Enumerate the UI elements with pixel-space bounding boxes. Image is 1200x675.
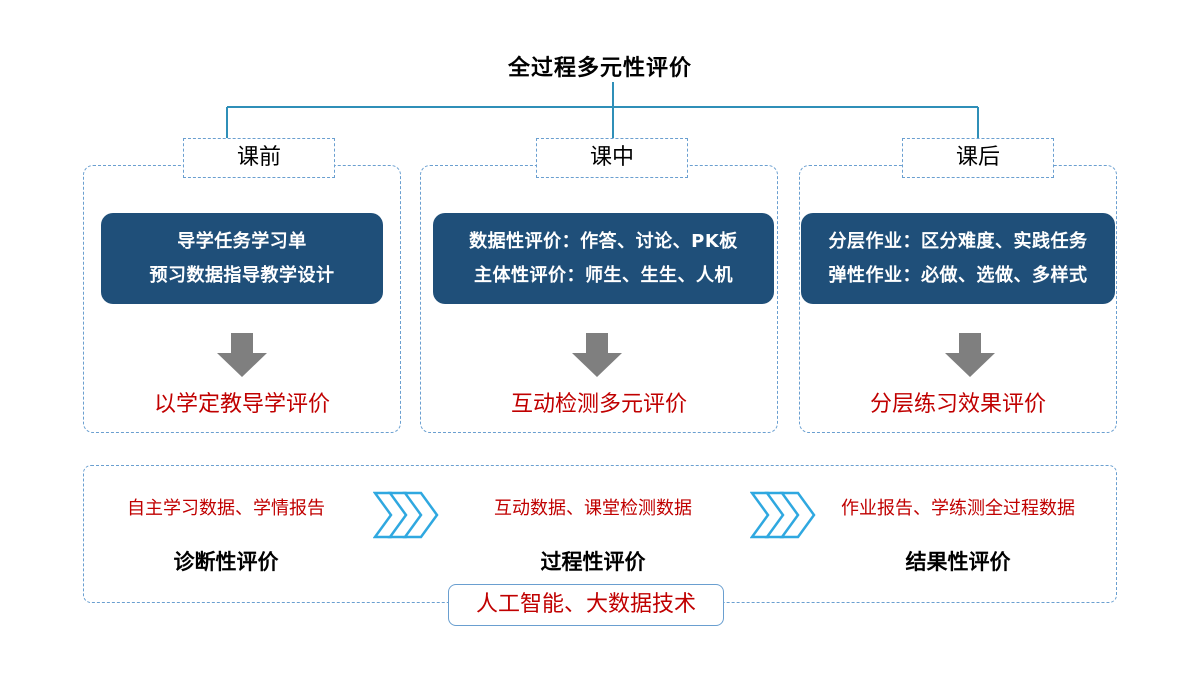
phase-result-before-class: 以学定教导学评价	[153, 392, 330, 417]
phase-box-in-class: 数据性评价：作答、讨论、PK板 主体性评价：师生、生生、人机	[433, 213, 774, 304]
phase-box-before-class: 导学任务学习单 预习数据指导教学设计	[101, 213, 383, 304]
phase-box-line: 数据性评价：作答、讨论、PK板	[469, 230, 738, 252]
phase-result-in-class: 互动检测多元评价	[510, 392, 687, 417]
phase-box-line: 弹性作业：必做、选做、多样式	[828, 264, 1088, 286]
stage-name-diagnostic: 诊断性评价	[173, 550, 279, 574]
phase-label-before-class: 课前	[183, 138, 335, 178]
diagram-title: 全过程多元性评价	[507, 56, 692, 81]
phase-label-in-class: 课中	[536, 138, 688, 178]
down-arrow-icon	[217, 333, 267, 377]
stage-name-outcome: 结果性评价	[905, 550, 1011, 574]
stage-source-process: 互动数据、课堂检测数据	[494, 498, 692, 519]
phase-box-line: 预习数据指导教学设计	[149, 264, 335, 286]
triple-chevron-right-icon	[373, 491, 439, 539]
phase-box-line: 导学任务学习单	[177, 230, 307, 252]
triple-chevron-right-icon	[750, 491, 816, 539]
down-arrow-icon	[572, 333, 622, 377]
phase-box-after-class: 分层作业：区分难度、实践任务 弹性作业：必做、选做、多样式	[801, 213, 1115, 304]
phase-box-line: 主体性评价：师生、生生、人机	[474, 264, 733, 286]
stage-source-diagnostic: 自主学习数据、学情报告	[127, 498, 325, 519]
down-arrow-icon	[945, 333, 995, 377]
phase-result-after-class: 分层练习效果评价	[869, 392, 1046, 417]
stage-name-process: 过程性评价	[540, 550, 646, 574]
stage-source-outcome: 作业报告、学练测全过程数据	[841, 498, 1075, 519]
technology-label: 人工智能、大数据技术	[448, 584, 724, 626]
evaluation-flow-panel	[83, 465, 1117, 603]
phase-box-line: 分层作业：区分难度、实践任务	[828, 230, 1088, 252]
phase-label-after-class: 课后	[902, 138, 1054, 178]
